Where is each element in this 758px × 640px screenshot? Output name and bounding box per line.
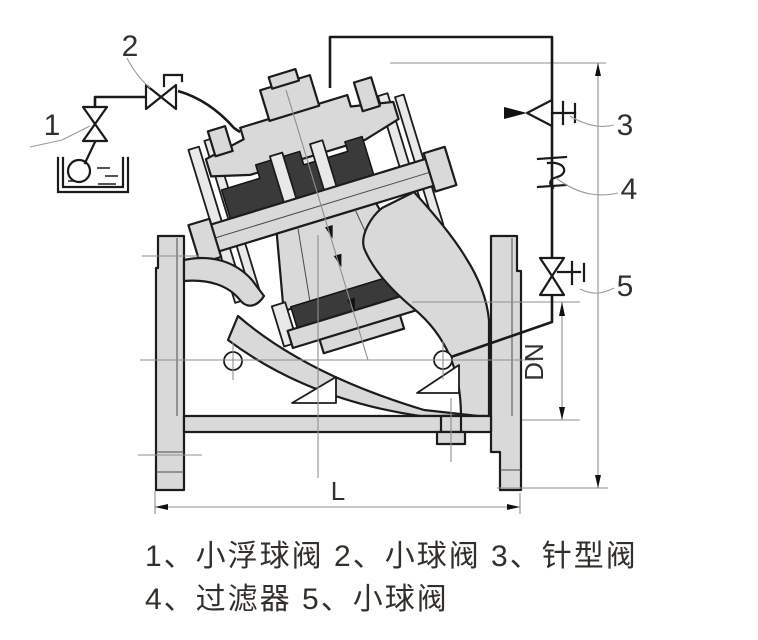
leader-4 — [555, 177, 619, 196]
leader-5 — [579, 287, 615, 294]
dimension-l: L — [154, 476, 521, 514]
caption-line-1: 1、小浮球阀 2、小球阀 3、针型阀 — [145, 540, 638, 573]
callout-5: 5 — [617, 270, 634, 303]
needle-valve-symbol — [525, 98, 554, 128]
body-bottom — [182, 414, 493, 434]
ball-valve-5-symbol — [538, 256, 566, 278]
float-valve-symbol — [81, 105, 109, 126]
pilot-pipe-right — [328, 35, 554, 359]
strainer-symbol — [536, 155, 568, 190]
water-tank — [56, 156, 130, 194]
body-web-left — [182, 256, 266, 307]
pilot-circuit-left — [56, 73, 241, 194]
caption: 1、小浮球阀 2、小球阀 3、针型阀 4、过滤器 5、小球阀 — [145, 540, 638, 616]
leader-1 — [29, 125, 91, 148]
diaphragm — [220, 135, 375, 220]
outlet-flange — [489, 234, 523, 492]
centerlines — [138, 89, 535, 478]
pilot-circuit-right — [328, 35, 586, 359]
caption-line-2: 4、过滤器 5、小球阀 — [145, 583, 449, 616]
ball-valve-2-symbol — [144, 83, 163, 111]
float-ball — [66, 158, 92, 184]
actuator-assembly — [187, 67, 458, 355]
l-dimension-label: L — [331, 476, 345, 506]
valve-2-handle — [162, 73, 184, 88]
callout-1: 1 — [44, 109, 61, 142]
pilot-tube-to-bonnet — [177, 89, 241, 134]
callout-4: 4 — [621, 173, 638, 206]
needle-valve-arrow — [504, 107, 527, 119]
callout-2: 2 — [122, 30, 139, 63]
callout-3: 3 — [617, 109, 634, 142]
dimension-dn: DN — [412, 301, 580, 421]
dimension-height — [390, 62, 608, 489]
dn-dimension-label: DN — [519, 343, 549, 381]
leader-3 — [569, 115, 615, 127]
leader-2 — [126, 57, 151, 89]
callouts: 1 2 3 4 5 — [29, 30, 638, 303]
